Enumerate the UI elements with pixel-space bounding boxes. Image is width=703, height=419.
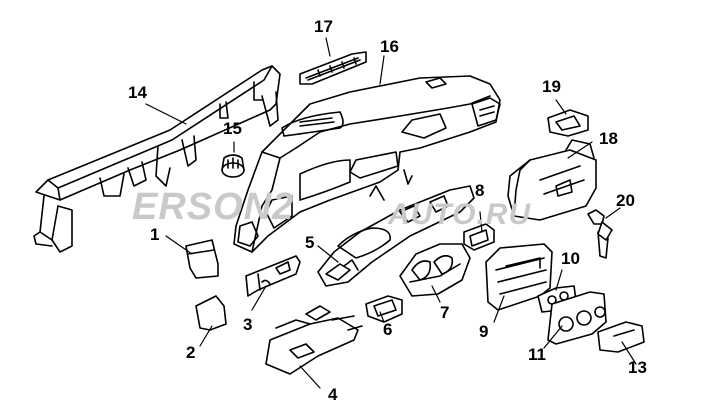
- callout-label-2: 2: [186, 343, 196, 362]
- small-panel-part: [185, 239, 219, 279]
- callout-label-3: 3: [243, 315, 253, 334]
- callout-label-14: 14: [128, 83, 147, 102]
- callout-label-20: 20: [616, 191, 635, 210]
- callout-label-15: 15: [223, 119, 242, 138]
- cover-plate-part: [195, 295, 227, 331]
- callout-label-16: 16: [380, 37, 399, 56]
- callout-label-5: 5: [305, 233, 315, 252]
- callout-label-7: 7: [440, 303, 450, 322]
- watermark-domain: AUTO.RU: [388, 198, 532, 231]
- callout-label-9: 9: [479, 322, 489, 341]
- defrost-grille-part: [299, 51, 367, 85]
- side-vent-part: [463, 223, 495, 251]
- callout-label-8: 8: [475, 181, 485, 200]
- cross-car-beam-part: [33, 65, 281, 253]
- leader-lines: [145, 37, 637, 389]
- radio-bezel-part: [485, 243, 553, 311]
- instrument-cluster-part: [399, 243, 471, 297]
- dashboard-panel-part: [233, 75, 501, 253]
- switch-part: [597, 321, 645, 353]
- heater-control-part: [547, 291, 607, 345]
- knob-part: [221, 154, 245, 178]
- callout-label-11: 11: [528, 345, 546, 364]
- callout-label-13: 13: [628, 358, 647, 377]
- base-bracket-part: [265, 305, 363, 375]
- small-vent-part: [547, 109, 589, 137]
- callout-label-4: 4: [328, 385, 338, 404]
- center-vent-part: [365, 295, 403, 323]
- callout-label-18: 18: [599, 129, 618, 148]
- callout-label-17: 17: [314, 17, 333, 36]
- bracket-part: [245, 255, 301, 297]
- callout-label-1: 1: [150, 225, 160, 244]
- callout-label-6: 6: [383, 320, 393, 339]
- glove-box-part: [507, 139, 597, 221]
- center-console-part: [317, 185, 475, 287]
- callout-label-19: 19: [542, 77, 561, 96]
- callout-label-10: 10: [561, 249, 580, 268]
- watermark-brand: ERSON2: [132, 186, 295, 228]
- lock-cylinder-part: [587, 209, 613, 259]
